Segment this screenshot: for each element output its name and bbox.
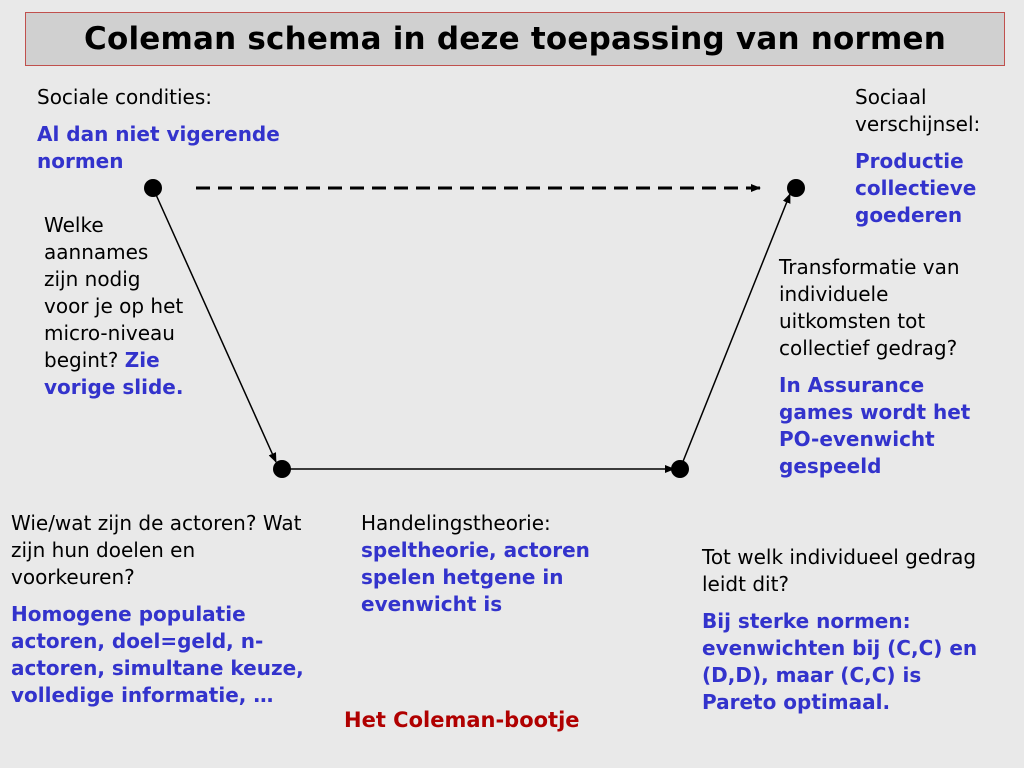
left-question-answer: Zie vorige slide.: [44, 348, 184, 399]
node-top-left: [144, 179, 162, 197]
bottom-middle-block: Handelingstheorie: speltheorie, actoren …: [361, 510, 631, 618]
macro-to-micro-arrow: [152, 187, 277, 463]
left-question-text: Welke aannames zijn nodig voor je op het…: [44, 213, 184, 372]
top-left-heading: Sociale condities:: [37, 85, 212, 109]
diagram-caption: Het Coleman-bootje: [344, 708, 580, 732]
bottom-left-answer: Homogene populatie actoren, doel=geld, n…: [11, 602, 304, 707]
page-title: Coleman schema in deze toepassing van no…: [84, 21, 946, 57]
right-question-block: Transformatie van individuele uitkomsten…: [779, 254, 994, 480]
node-bottom-left: [273, 460, 291, 478]
bottom-right-answer: Bij sterke normen: evenwichten bij (C,C)…: [702, 609, 978, 714]
right-question-answer: In Assurance games wordt het PO-evenwich…: [779, 373, 971, 478]
bottom-right-text: Tot welk individueel gedrag leidt dit?: [702, 545, 977, 596]
top-right-heading: Sociaal verschijnsel:: [855, 85, 981, 136]
bottom-left-block: Wie/wat zijn de actoren? Wat zijn hun do…: [11, 510, 311, 709]
bottom-middle-heading: Handelingstheorie:: [361, 511, 551, 535]
top-left-block: Sociale condities: Al dan niet vigerende…: [37, 84, 297, 175]
top-left-answer: Al dan niet vigerende normen: [37, 122, 280, 173]
bottom-middle-answer: speltheorie, actoren spelen hetgene in e…: [361, 538, 590, 616]
node-top-right: [787, 179, 805, 197]
top-right-block: Sociaal verschijnsel: Productie collecti…: [855, 84, 1015, 229]
micro-to-macro-arrow: [679, 193, 791, 470]
title-banner: Coleman schema in deze toepassing van no…: [25, 12, 1005, 66]
node-bottom-right: [671, 460, 689, 478]
left-question-block: Welke aannames zijn nodig voor je op het…: [44, 212, 184, 401]
bottom-right-block: Tot welk individueel gedrag leidt dit? B…: [702, 544, 992, 716]
bottom-left-text: Wie/wat zijn de actoren? Wat zijn hun do…: [11, 511, 302, 589]
right-question-text: Transformatie van individuele uitkomsten…: [779, 255, 960, 360]
top-right-answer: Productie collectieve goederen: [855, 149, 977, 227]
